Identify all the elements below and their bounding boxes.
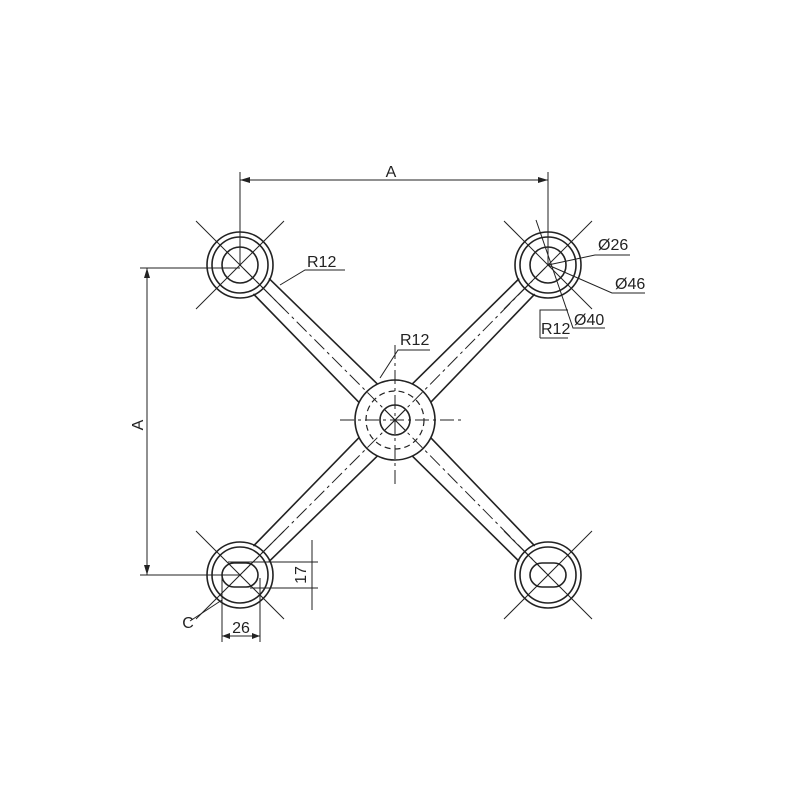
dimension-left [140,267,240,576]
slot-label: C [182,615,194,632]
slot-dimensions [189,540,318,642]
arms [239,264,549,576]
slot-height-label: 17 [293,566,310,584]
dia-inner-label: Ø40 [574,312,604,329]
slot-width-label: 26 [232,620,250,637]
radius-boss-label: R12 [307,254,336,271]
radius-hub-label: R12 [400,332,429,349]
dimension-top-label: A [386,164,397,181]
boss-br [503,530,593,620]
dimension-left-label: A [130,419,147,430]
radius-corner-label: R12 [541,321,570,338]
center-hub [340,345,465,485]
dia-hole-label: Ø26 [598,237,628,254]
dimension-top [239,172,549,265]
dia-outer-label: Ø46 [615,276,645,293]
